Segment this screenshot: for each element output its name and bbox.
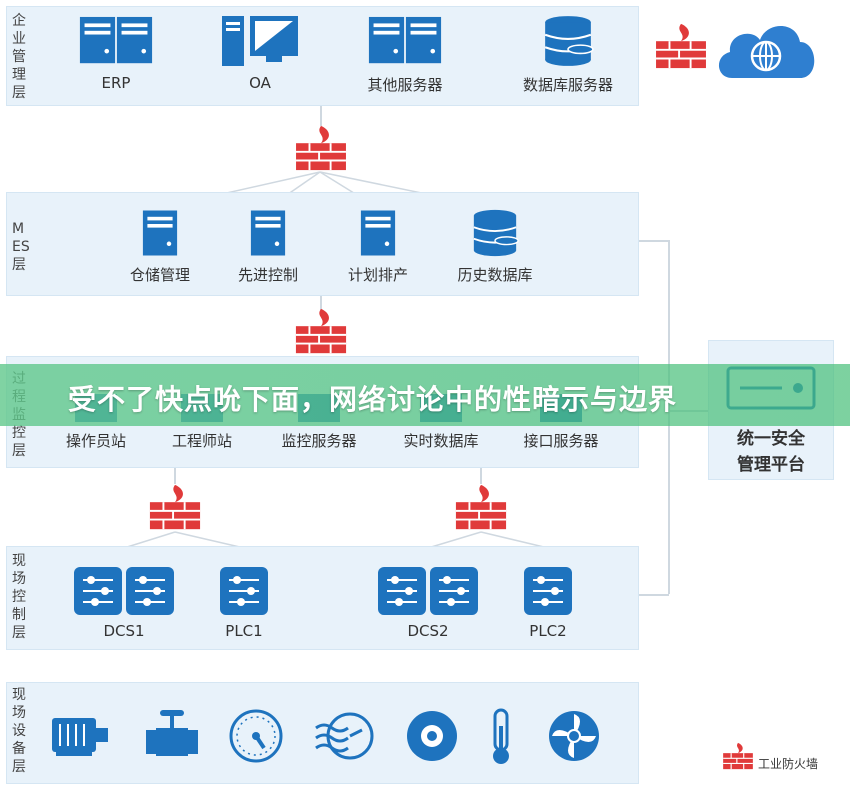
database-icon bbox=[472, 208, 520, 258]
enterprise-layer-label: 企业管理层 bbox=[12, 13, 26, 101]
connector-line bbox=[174, 468, 176, 484]
motor-icon[interactable] bbox=[48, 710, 112, 758]
pressure-gauge-icon[interactable] bbox=[228, 708, 284, 764]
computer-icon bbox=[222, 16, 298, 66]
security-platform-line2: 管理平台 bbox=[737, 455, 805, 475]
dcs1-label: DCS1 bbox=[103, 622, 145, 640]
connector-line bbox=[320, 296, 322, 310]
bracket-connector bbox=[639, 594, 669, 596]
mes-layer-label: MES层 bbox=[12, 221, 30, 273]
level-sensor-icon[interactable] bbox=[404, 708, 460, 764]
production-scheduling[interactable]: 计划排产 bbox=[328, 208, 428, 285]
advanced-control-label: 先进控制 bbox=[237, 266, 298, 284]
overlay-banner-text: 受不了快点吮下面，网络讨论中的性暗示与边界 bbox=[68, 383, 678, 416]
flow-meter-icon[interactable] bbox=[314, 708, 376, 764]
cloud-internet-icon bbox=[718, 26, 815, 78]
dcs2-controller[interactable]: DCS2 bbox=[374, 566, 482, 640]
operator-station-label: 操作员站 bbox=[65, 432, 126, 450]
warehouse-management[interactable]: 仓储管理 bbox=[110, 208, 210, 285]
database-server[interactable]: 数据库服务器 bbox=[508, 14, 628, 95]
controller-icon bbox=[523, 566, 573, 616]
field-device-layer-label: 现场设备层 bbox=[12, 687, 26, 775]
interface-server-label: 接口服务器 bbox=[523, 432, 599, 450]
security-platform-line1: 统一安全 bbox=[737, 429, 805, 449]
controller-icon bbox=[219, 566, 269, 616]
server-icon bbox=[79, 16, 153, 64]
firewall-legend-icon bbox=[722, 742, 754, 770]
bracket-connector bbox=[639, 240, 669, 242]
thermometer-icon[interactable] bbox=[486, 708, 516, 766]
valve-icon[interactable] bbox=[142, 708, 202, 760]
oa-label: OA bbox=[249, 74, 271, 92]
historical-database[interactable]: 历史数据库 bbox=[440, 208, 550, 285]
server-icon bbox=[360, 210, 396, 256]
other-servers-label: 其他服务器 bbox=[367, 76, 443, 94]
database-icon bbox=[544, 15, 594, 67]
firewall-icon bbox=[294, 307, 348, 355]
oa-workstation[interactable]: OA bbox=[210, 14, 310, 92]
database-server-label: 数据库服务器 bbox=[522, 76, 613, 94]
firewall-icon bbox=[655, 22, 707, 70]
firewall-icon bbox=[295, 124, 347, 172]
fan-connector-lines bbox=[123, 531, 549, 549]
connector-line bbox=[480, 468, 482, 484]
server-icon bbox=[250, 210, 286, 256]
realtime-db-label: 实时数据库 bbox=[403, 432, 479, 450]
dcs1-controller[interactable]: DCS1 bbox=[70, 566, 178, 640]
firewall-icon bbox=[148, 483, 202, 531]
monitoring-server-label: 监控服务器 bbox=[281, 432, 357, 450]
firewall-legend-label: 工业防火墙 bbox=[758, 757, 819, 771]
historical-db-label: 历史数据库 bbox=[457, 266, 533, 284]
plc1-controller[interactable]: PLC1 bbox=[204, 566, 284, 640]
overlay-banner bbox=[0, 364, 850, 426]
dcs2-label: DCS2 bbox=[407, 622, 449, 640]
plc2-label: PLC2 bbox=[529, 622, 567, 640]
server-icon bbox=[142, 210, 178, 256]
server-icon bbox=[368, 16, 442, 64]
field-control-layer-label: 现场控制层 bbox=[12, 553, 26, 641]
scheduling-label: 计划排产 bbox=[347, 266, 408, 284]
controller-icon bbox=[377, 566, 479, 616]
field-device-layer bbox=[6, 682, 639, 784]
warehouse-label: 仓储管理 bbox=[129, 266, 190, 284]
engineer-station-label: 工程师站 bbox=[171, 432, 232, 450]
erp-server[interactable]: ERP bbox=[66, 14, 166, 92]
plc1-label: PLC1 bbox=[225, 622, 263, 640]
firewall-icon bbox=[454, 483, 508, 531]
advanced-control[interactable]: 先进控制 bbox=[218, 208, 318, 285]
mes-layer bbox=[6, 192, 639, 296]
plc2-controller[interactable]: PLC2 bbox=[508, 566, 588, 640]
other-servers[interactable]: 其他服务器 bbox=[355, 14, 455, 95]
fan-icon[interactable] bbox=[546, 708, 602, 764]
connector-line bbox=[320, 106, 322, 126]
controller-icon bbox=[73, 566, 175, 616]
erp-label: ERP bbox=[101, 74, 131, 92]
